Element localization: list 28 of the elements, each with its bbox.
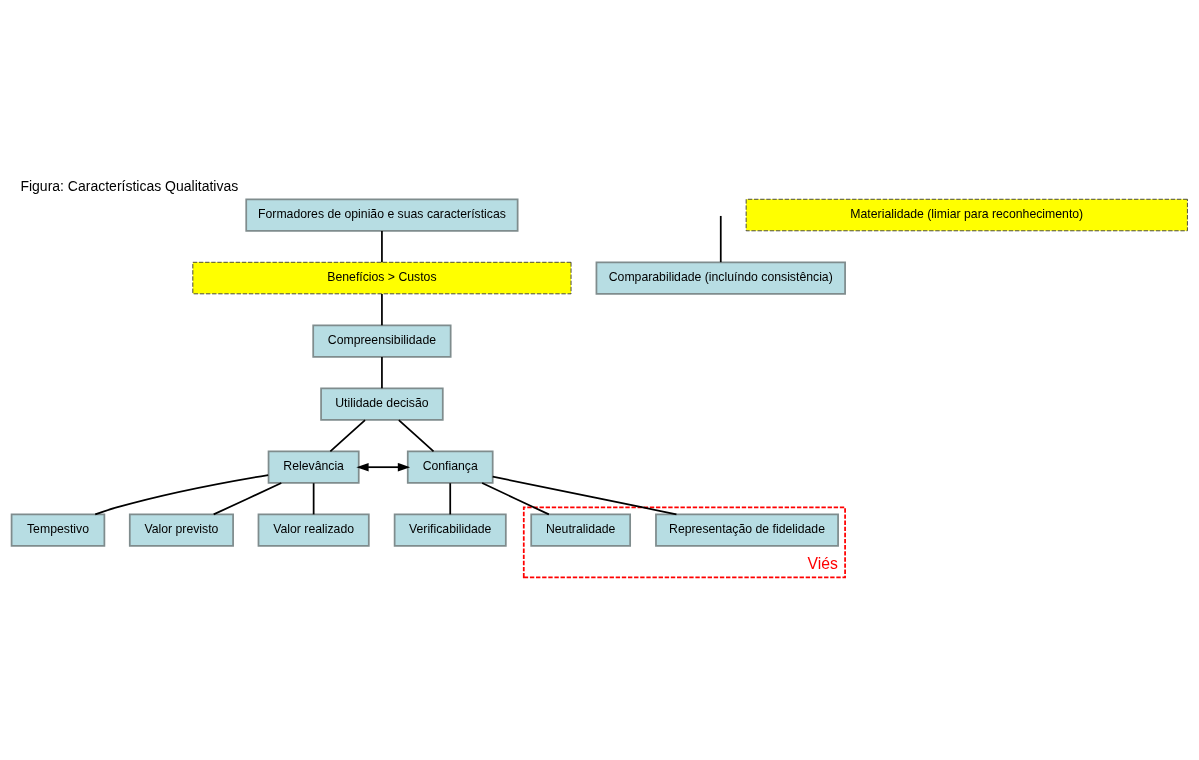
node-box: Formadores de opinião e suas características — [245, 197, 519, 232]
node-box: Neutralidade — [530, 513, 631, 547]
node-box: Compreensibilidade — [312, 323, 452, 358]
node-box: Valor previsto — [128, 513, 234, 547]
arrow — [356, 462, 411, 471]
connector — [381, 355, 383, 389]
node-box: Benefícios > Custos — [192, 261, 572, 294]
connector — [212, 481, 283, 515]
connector — [312, 481, 315, 515]
connector — [481, 481, 550, 515]
node-box: Tempestivo — [10, 513, 106, 547]
node-box: Comparabilidade (incluíndo consistência) — [595, 260, 846, 295]
node-box: Utilidade decisão — [320, 387, 444, 421]
node-box: Confiança — [406, 450, 494, 484]
node-box: Valor realizado — [257, 513, 370, 547]
node-box: Verificabilidade — [393, 513, 507, 547]
connector — [449, 481, 452, 515]
connector — [94, 473, 270, 515]
diagram-title: Figura: Características Qualitativas — [20, 177, 239, 194]
connector — [381, 292, 383, 326]
connector — [381, 229, 383, 263]
connector — [719, 214, 722, 263]
connector — [397, 418, 435, 452]
node-box: Materialidade (limiar para reconhecimento) — [745, 198, 1188, 231]
connector — [491, 475, 678, 515]
connector — [329, 418, 366, 452]
node-box: Representação de fidelidade — [655, 513, 839, 547]
node-box: Relevância — [267, 450, 360, 484]
